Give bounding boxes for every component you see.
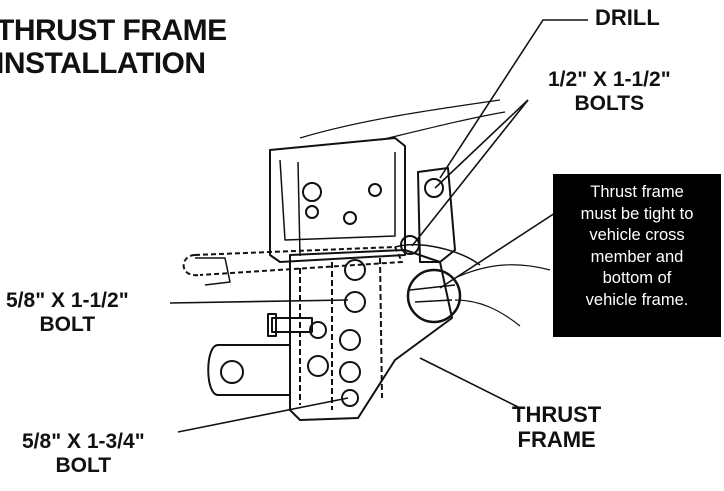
note-line: must be tight to (580, 204, 694, 223)
bundle-wire (454, 264, 551, 279)
upper-bracket-rib (297, 161, 301, 257)
bolt-hole (344, 291, 366, 313)
drill-wire (379, 111, 506, 141)
bolt-hole (339, 329, 361, 351)
bolt-hole (302, 182, 322, 202)
bundle-wire (454, 299, 521, 327)
lower-bracket (207, 344, 291, 396)
label-five-eighths-1-3-4-word: BOLT (55, 453, 112, 477)
label-half-inch-bolts-word: BOLTS (574, 91, 645, 115)
upper-bracket (269, 137, 406, 263)
thrust-frame-plate (289, 249, 453, 421)
label-five-eighths-1-3-4-bolt: 5/8" X 1-3/4" BOLT (22, 430, 145, 477)
bolt-hole (344, 259, 366, 281)
cross-member-tube-left (182, 254, 201, 277)
cross-member-tube (194, 246, 403, 276)
side-bolt (271, 317, 313, 333)
leader-thrust-frame (419, 357, 521, 409)
upper-tab (195, 257, 231, 286)
bolt-hole (343, 211, 357, 225)
label-drill: DRILL (595, 5, 660, 30)
leader-bolt-58-112 (169, 299, 349, 304)
title-line-2: INSTALLATION (0, 47, 206, 80)
note-line: bottom of (602, 269, 672, 287)
installation-note-box: Thrust frame must be tight to vehicle cr… (553, 174, 721, 337)
label-half-inch-bolts: 1/2" X 1-1/2" BOLTS (548, 68, 671, 115)
bracket-hole (220, 360, 244, 384)
label-five-eighths-1-1-2-word: BOLT (39, 312, 96, 336)
side-bolt-head (267, 313, 277, 337)
note-line: Thrust frame (590, 183, 684, 201)
diagram-title: THRUST FRAME INSTALLATION (0, 14, 227, 80)
bolt-hole (339, 361, 361, 383)
thrust-frame-dashed-edge (379, 257, 383, 399)
bolt-hole (309, 321, 327, 339)
leader-bolts-half-a (434, 99, 529, 189)
leader-bolt-58-134 (177, 397, 349, 433)
leader-note (439, 199, 576, 289)
bolt-hole (424, 178, 444, 198)
cross-member-tube-right (394, 243, 481, 266)
leader-bolts-half-b (411, 99, 529, 247)
bolt-hole (305, 205, 319, 219)
drill-wire (299, 99, 501, 139)
leader-drill (439, 19, 588, 179)
detail-circle (406, 268, 462, 324)
label-thrust-frame: THRUST FRAME (512, 402, 602, 452)
label-thrust-frame-line-2: FRAME (517, 426, 596, 452)
label-five-eighths-1-3-4-size: 5/8" X 1-3/4" (22, 430, 145, 453)
detail-frame-line (409, 284, 456, 303)
bolt-hole (341, 389, 359, 407)
label-thrust-frame-line-1: THRUST (512, 402, 602, 427)
label-five-eighths-1-1-2-bolt: 5/8" X 1-1/2" BOLT (6, 289, 129, 336)
bolt-hole (368, 183, 382, 197)
upper-bracket-flange (279, 152, 396, 241)
bolt-hole (307, 355, 329, 377)
note-line: vehicle cross (589, 226, 685, 244)
label-five-eighths-1-1-2-size: 5/8" X 1-1/2" (6, 289, 129, 312)
label-half-inch-bolts-size: 1/2" X 1-1/2" (548, 68, 671, 91)
note-line: vehicle frame. (585, 290, 689, 309)
bolt-hole (400, 235, 420, 255)
note-line: member and (590, 247, 684, 266)
title-line-1: THRUST FRAME (0, 14, 227, 47)
